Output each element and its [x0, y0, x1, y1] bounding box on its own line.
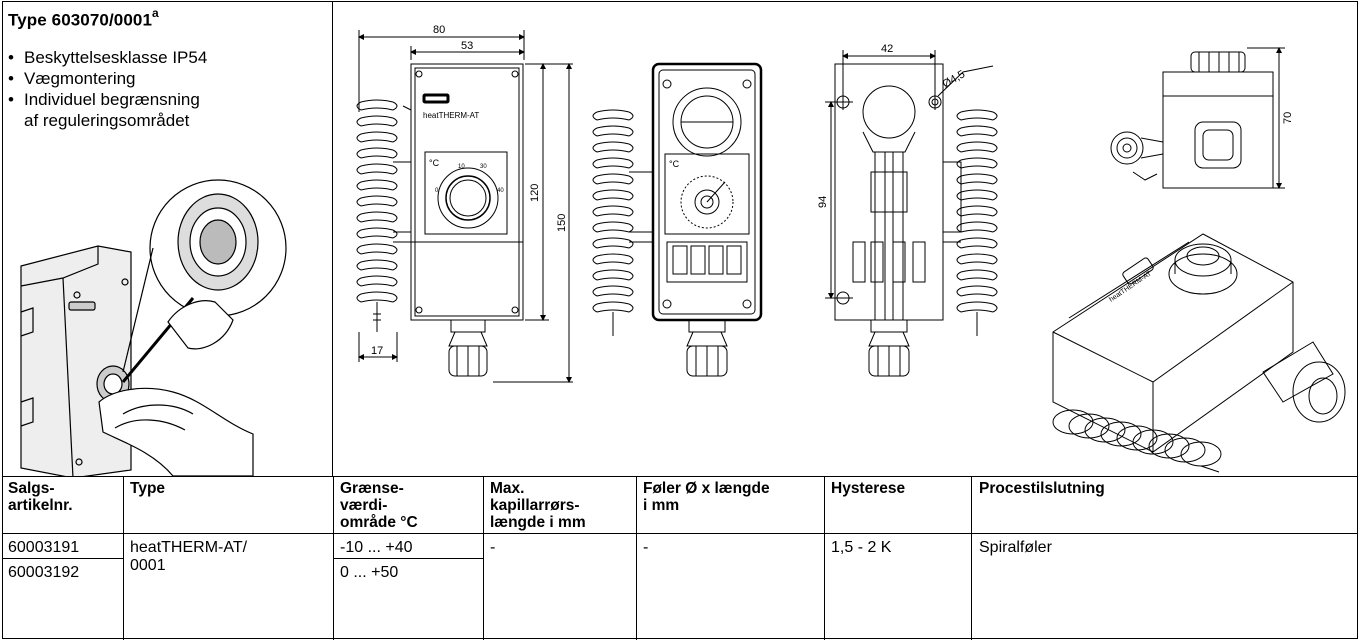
cell-process-connection: Spiralføler [979, 539, 1052, 556]
cell-article-number: 60003192 [8, 564, 80, 581]
header-hysteresis: Hysterese [831, 480, 906, 497]
dim-width-inner: 53 [461, 40, 473, 52]
dial-tick-label: 40 [497, 188, 504, 194]
dim-depth: 70 [1282, 112, 1294, 124]
table-border [333, 558, 483, 559]
table-border [824, 476, 825, 640]
header-limit-range: Grænse- værdi- område °C [340, 480, 418, 531]
cell-limit-range: -10 ... +40 [340, 539, 413, 556]
front-view: heatTHERM-AT °C 10 30 0 40 [356, 30, 573, 383]
isometric-view: heatTHERM-AT [1052, 233, 1346, 473]
feature-item: Beskyttelsesklasse IP54 [8, 47, 207, 68]
dial-tick-label: 30 [480, 164, 487, 170]
internal-unit: °C [669, 159, 680, 169]
cell-hysteresis: 1,5 - 2 K [831, 539, 892, 556]
specification-table: Salgs- artikelnr. Type Grænse- værdi- om… [3, 476, 1357, 640]
side-view [1110, 47, 1285, 189]
front-product-name: heatTHERM-AT [423, 111, 479, 120]
cell-capillary-length: - [490, 539, 496, 556]
dim-width-back: 42 [881, 43, 893, 55]
header-sensor-dimensions: Føler Ø x længde i mm [643, 480, 770, 514]
table-border [636, 476, 637, 640]
feature-item: Individuel begrænsning af reguleringsomr… [8, 89, 207, 131]
back-view [825, 50, 998, 377]
front-unit: °C [429, 158, 440, 168]
table-border [123, 476, 124, 640]
dim-width-outer: 80 [433, 24, 445, 36]
feature-item: Vægmontering [8, 68, 207, 89]
dimension-drawings: heatTHERM-AT °C 10 30 0 40 [356, 24, 1346, 473]
table-border [3, 558, 123, 559]
cell-article-number: 60003191 [8, 539, 80, 556]
header-process-connection: Procestilslutning [979, 480, 1105, 497]
cell-limit-range: 0 ... +50 [340, 564, 399, 581]
header-type: Type [130, 480, 166, 497]
table-border [483, 476, 484, 640]
adjustment-illustration [20, 179, 287, 476]
type-title: Type 603070/0001a [8, 6, 159, 30]
dim-hole-spacing: 94 [817, 196, 829, 208]
dim-height-total: 150 [556, 214, 568, 232]
table-border [971, 476, 972, 640]
feature-list: Beskyttelsesklasse IP54 Vægmontering Ind… [8, 47, 207, 131]
table-border [333, 476, 334, 640]
product-summary-panel: Type 603070/0001a Beskyttelsesklasse IP5… [3, 2, 333, 476]
internal-view: °C [592, 62, 763, 377]
technical-drawing-area: heatTHERM-AT °C 10 30 0 40 [333, 2, 1357, 476]
dial-tick-label: 10 [458, 164, 465, 170]
cell-sensor-dimensions: - [643, 539, 649, 556]
table-border [3, 533, 1357, 534]
dim-base: 17 [371, 345, 383, 357]
dim-height-body: 120 [529, 184, 541, 202]
table-border [3, 476, 1357, 477]
cell-type: heatTHERM-AT/ 0001 [130, 539, 248, 574]
header-article-number: Salgs- artikelnr. [8, 480, 73, 514]
dial-tick-label: 0 [435, 188, 439, 194]
header-capillary-length: Max. kapillarrørs- længde i mm [490, 480, 586, 531]
